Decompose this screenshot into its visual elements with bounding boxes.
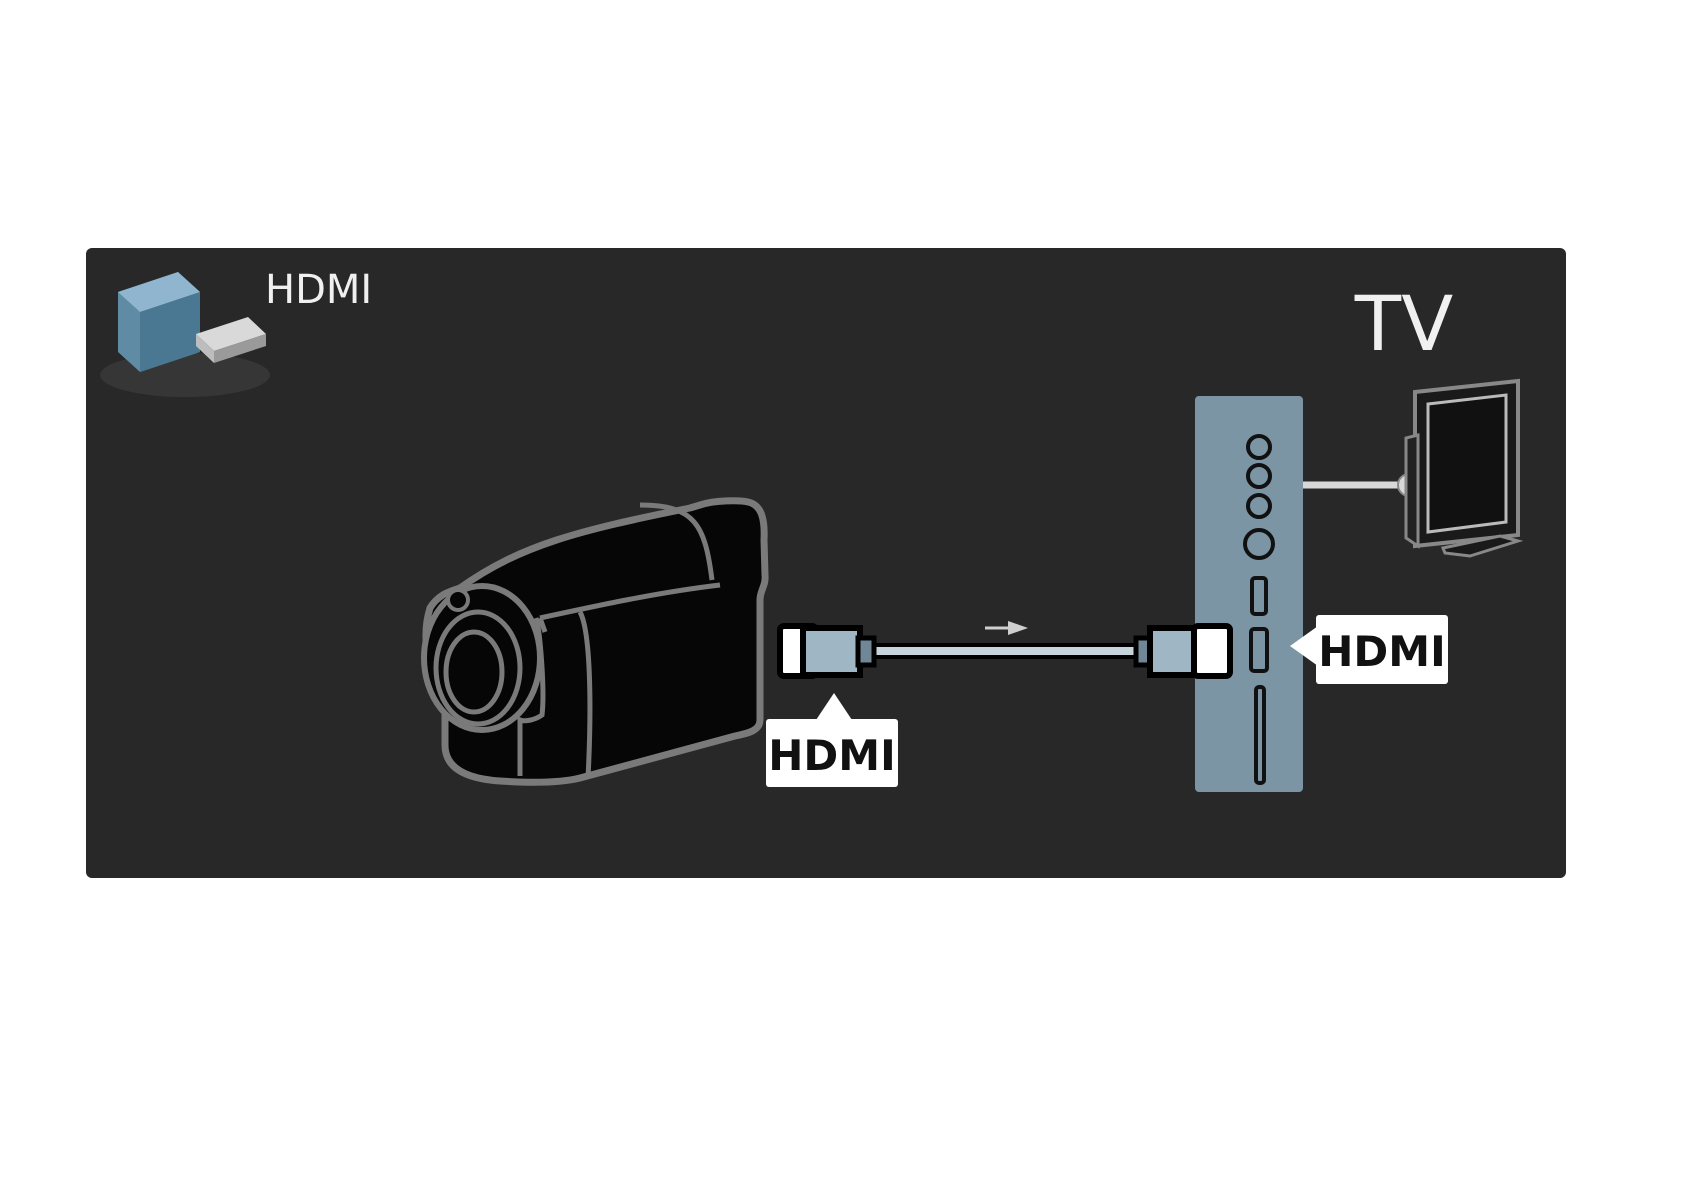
tv-port-hdmi-label: HDMI	[1318, 627, 1445, 676]
tv-icon	[1406, 381, 1518, 556]
tv-title: TV	[1354, 279, 1453, 368]
camera-hdmi-label: HDMI	[768, 731, 895, 780]
legend-hdmi-label: HDMI	[265, 267, 372, 313]
camera-side-connector	[780, 626, 874, 676]
tv-back-panel	[1195, 396, 1303, 792]
tv-side-connector	[1136, 626, 1230, 676]
